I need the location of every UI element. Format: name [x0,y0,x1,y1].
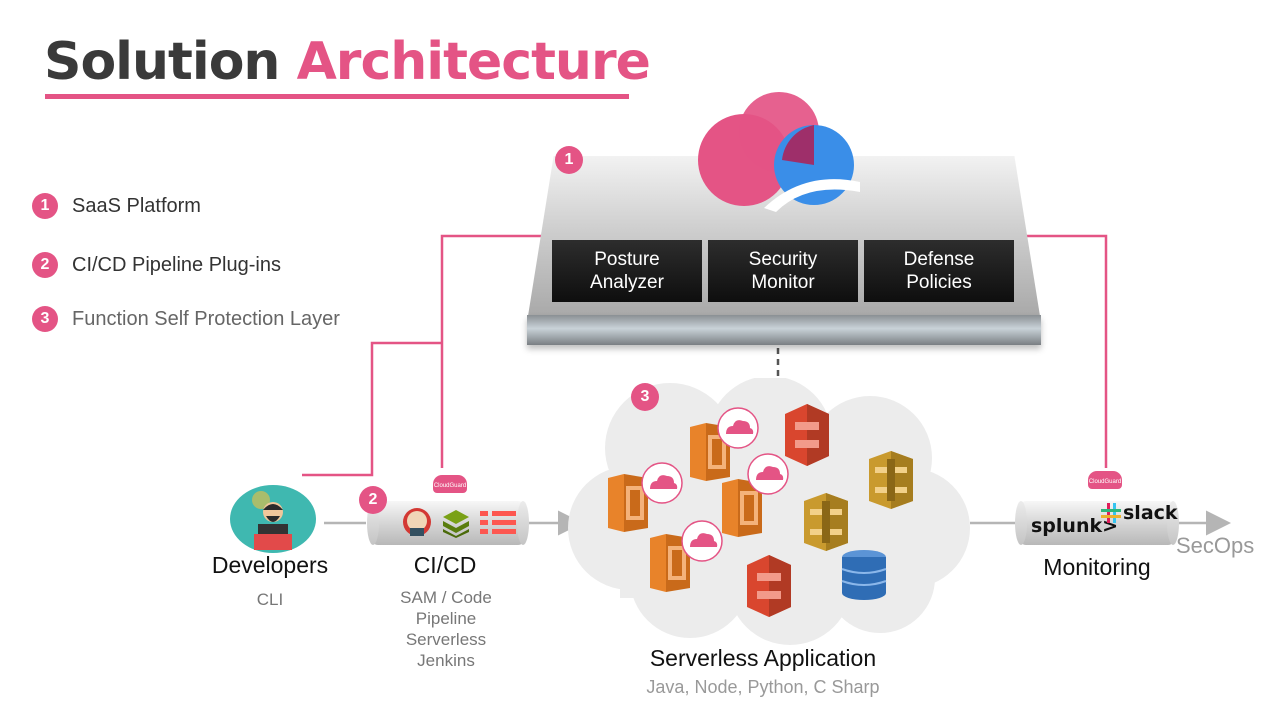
aws-dynamodb-icon [841,550,887,600]
cicd-tool-3: Serverless [405,630,487,649]
platform-badge: 1 [555,146,583,174]
security-monitor-line2: Monitor [751,272,815,293]
protection-cloud-icon [641,462,683,504]
cicd-tools-list: SAM / Code Pipeline Serverless Jenkins [380,587,512,671]
aws-s3-icon [785,404,829,466]
cicd-to-platform-line [440,234,545,468]
title-underline [45,94,629,99]
slack-logo: slack [1123,502,1178,524]
legend-badge-2: 2 [32,252,58,278]
slack-icon [1101,503,1121,523]
jenkins-icon [403,508,431,536]
defense-policies-line2: Policies [906,272,972,293]
legend-badge-3: 3 [32,306,58,332]
monitoring-label: Monitoring [1043,554,1151,580]
developers-label: Developers [211,552,329,578]
serverless-framework-icon [480,511,516,534]
title-part-2: Architecture [296,32,651,92]
aws-api-gateway-icon [869,451,913,509]
developers-to-platform-line [302,341,442,477]
legend-item-cicd: 2 CI/CD Pipeline Plug-ins [32,252,281,278]
monitoring-pipe [1015,501,1179,545]
cicd-tool-4: Jenkins [417,651,475,670]
posture-analyzer-module[interactable]: Posture Analyzer [552,240,702,302]
cicd-label: CI/CD [413,552,477,578]
legend-label-2: CI/CD Pipeline Plug-ins [72,253,281,276]
developers-sublabel: CLI [256,590,284,609]
protection-cloud-icon [681,520,723,562]
serverless-languages: Java, Node, Python, C Sharp [646,677,880,697]
page-title: Solution Architecture [44,30,651,94]
posture-analyzer-line1: Posture [594,249,660,270]
cicd-cloudguard-tag: CloudGuard [433,475,467,493]
serverless-badge: 3 [631,383,659,411]
codepipeline-icon [443,510,469,538]
saas-platform-edge [527,315,1041,345]
legend-item-protection: 3 Function Self Protection Layer [32,306,340,332]
defense-policies-line1: Defense [903,249,975,270]
monitoring-cloudguard-tag: CloudGuard [1088,471,1122,489]
aws-lambda-icon [722,479,762,537]
aws-api-gateway-icon [804,493,848,551]
cicd-tool-2: Pipeline [415,609,477,628]
cicd-tool-1: SAM / Code [400,588,492,607]
legend-label-1: SaaS Platform [72,194,201,217]
serverless-label: Serverless Application [649,645,877,671]
cicd-badge: 2 [359,486,387,514]
developer-avatar-icon [230,485,316,553]
splunk-logo: splunk> [1031,515,1119,537]
defense-policies-module[interactable]: Defense Policies [864,240,1014,302]
security-monitor-line1: Security [748,249,818,270]
security-monitor-module[interactable]: Security Monitor [708,240,858,302]
legend-label-3: Function Self Protection Layer [72,307,340,330]
posture-analyzer-line2: Analyzer [590,272,664,293]
legend-badge-1: 1 [32,193,58,219]
secops-label: SecOps [1176,533,1255,558]
protection-cloud-icon [717,407,759,449]
protection-cloud-icon [747,453,789,495]
monitoring-to-platform-line [1022,234,1108,468]
title-part-1: Solution [44,32,280,92]
cloudguard-logo-icon [698,92,860,212]
aws-s3-icon [747,555,791,617]
legend-item-saas: 1 SaaS Platform [32,193,201,219]
